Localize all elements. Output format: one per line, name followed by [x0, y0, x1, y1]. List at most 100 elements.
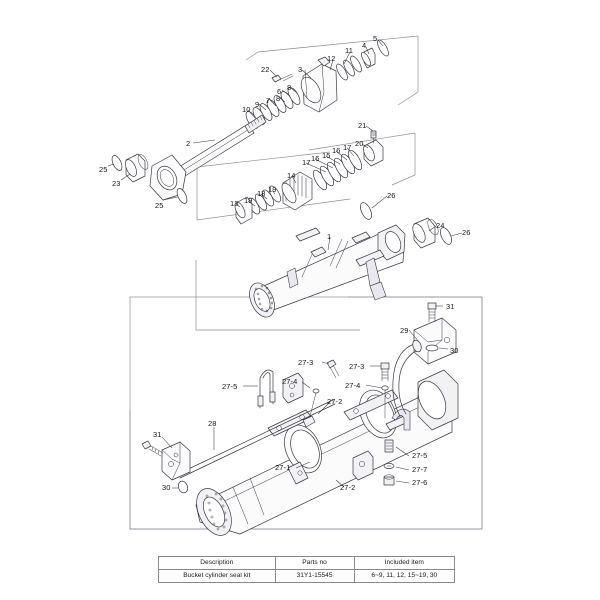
table-header-row: Description Parts no Included item [158, 555, 456, 571]
bracket-block-left [282, 372, 304, 404]
callout-27-5b: 27-5 [412, 451, 428, 460]
callout-27-3a: 27-3 [298, 358, 314, 367]
callout-26a: 26 [387, 191, 396, 200]
callout-17a: 17 [343, 143, 352, 152]
callout-11: 11 [345, 46, 353, 55]
bolt-22-shank [280, 73, 293, 80]
callout-7: 7 [266, 96, 271, 105]
callout-24: 24 [436, 221, 445, 230]
callout-22: 22 [261, 65, 270, 74]
valve-block [392, 302, 457, 417]
callout-21: 21 [358, 121, 367, 130]
header-included-item: Included item [353, 555, 456, 571]
callout-9: 9 [255, 100, 260, 109]
callout-4: 4 [362, 41, 367, 50]
block-27-2-right [352, 450, 374, 481]
panel-frames [129, 35, 483, 530]
saddle-clamp [391, 408, 411, 431]
callout-16b: 16 [311, 154, 320, 163]
bolt-31-top [427, 302, 437, 310]
nut-27-6 [383, 476, 395, 486]
clamp-strap-b [365, 257, 381, 287]
cylinder-tube-assembly [249, 202, 452, 318]
frame-upper-right [397, 36, 419, 106]
mount-plate-right [343, 389, 399, 421]
oring-30-left [177, 480, 189, 494]
oring-30-right [425, 344, 439, 352]
piston-seal-stack [234, 130, 384, 225]
rod-thread [244, 114, 267, 134]
washer-27-4-left [312, 388, 320, 394]
washer-27-4-right [381, 385, 389, 391]
bolt-27-3-left [326, 359, 340, 379]
callout-8a: 8 [287, 83, 292, 92]
lower-cylinder-tube [195, 389, 453, 535]
callout-17b: 17 [302, 158, 311, 167]
callout-15: 15 [322, 151, 331, 160]
callout-19b: 19 [244, 196, 253, 205]
callout-29: 29 [400, 326, 409, 335]
callout-10: 10 [242, 105, 251, 114]
rod-eye-bore [156, 165, 178, 191]
callout-13: 13 [230, 199, 239, 208]
clamp-strap-a [286, 267, 299, 289]
callout-27-1: 27-1 [275, 463, 291, 472]
port-block-upper [351, 231, 371, 244]
callout-31b: 31 [153, 430, 162, 439]
cell-included-item: 6~9, 11, 12, 15~19, 30 [353, 569, 456, 584]
leader-lines [107, 39, 463, 489]
lower-assembly [141, 302, 459, 536]
hose-29 [392, 343, 415, 417]
callout-5: 5 [373, 34, 378, 43]
callout-16a: 16 [332, 146, 341, 155]
parts-table: Description Parts no Included item Bucke… [158, 555, 456, 584]
frame-cylinder-left [195, 260, 360, 331]
cell-parts-no: 31Y1-15545 [274, 569, 355, 584]
callout-8b: 8 [276, 94, 281, 103]
callout-12: 12 [327, 54, 336, 63]
callout-27-4b: 27-4 [345, 381, 361, 390]
callout-27-4a: 27-4 [282, 377, 298, 386]
left-end-block [141, 440, 191, 494]
callout-27-3b: 27-3 [349, 362, 365, 371]
rod-assembly [111, 114, 267, 204]
frame-seal-lower-top [196, 151, 331, 168]
callout-27-5a: 27-5 [222, 382, 238, 391]
callout-27-2b: 27-2 [340, 483, 356, 492]
screw-21 [370, 130, 377, 139]
callout-1: 1 [327, 232, 332, 241]
frame-upper-top [245, 35, 419, 61]
piston-head-assembly [245, 39, 389, 129]
bolt-22-head [271, 74, 282, 83]
oring-26-upper [360, 202, 372, 220]
callout-26b: 26 [462, 228, 471, 237]
callout-27-2a: 27-2 [327, 397, 343, 406]
cell-description: Bucket cylinder seal kit [158, 569, 276, 584]
bolt-31-left [141, 440, 152, 450]
frame-lower-outline [129, 296, 483, 530]
seal-25-left [111, 155, 123, 171]
oring-26-lower [440, 227, 452, 245]
clamp-bracket-a [295, 227, 321, 242]
callout-30b: 30 [162, 483, 171, 492]
lower-bolt-circle [205, 492, 228, 531]
callout-23: 23 [112, 179, 121, 188]
callout-2: 2 [186, 139, 191, 148]
u-bolt-27-5 [257, 369, 276, 409]
clamp-tail [369, 281, 387, 301]
callout-25a: 25 [99, 165, 108, 174]
header-parts-no: Parts no [274, 555, 355, 571]
callout-28: 28 [208, 419, 217, 428]
port-block-lower [310, 246, 327, 258]
callout-27-6: 27-6 [412, 478, 428, 487]
header-description: Description [158, 555, 276, 571]
bolt-27-3-right [380, 362, 390, 382]
callout-3: 3 [298, 65, 303, 74]
callout-6a: 6 [277, 87, 282, 96]
frame-seal-right [391, 133, 416, 186]
callout-20: 20 [355, 139, 364, 148]
bar-28 [177, 399, 334, 475]
clamp-bracket-b [355, 249, 385, 267]
